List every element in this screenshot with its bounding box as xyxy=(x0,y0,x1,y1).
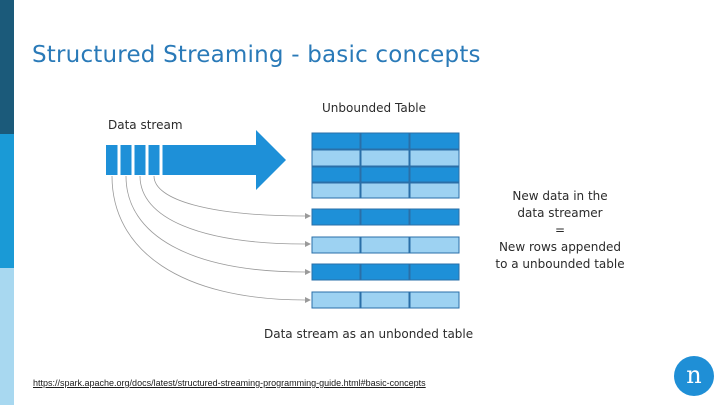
table-cell xyxy=(409,132,460,150)
appended-cell xyxy=(360,236,410,254)
note-line: = xyxy=(554,223,566,237)
appended-cell xyxy=(360,208,410,226)
table-cell xyxy=(360,149,410,167)
unbounded-table-label: Unbounded Table xyxy=(322,101,427,115)
table-cell xyxy=(409,166,460,183)
diagram-caption: Data stream as an unbonded table xyxy=(264,327,474,341)
table-cell xyxy=(360,132,410,150)
note-line: New data in the xyxy=(512,189,608,203)
appended-cell xyxy=(360,291,410,309)
logo-icon: n xyxy=(674,356,714,396)
unbounded-table xyxy=(311,132,460,199)
appended-cell xyxy=(409,291,460,309)
table-cell xyxy=(360,166,410,183)
table-cell xyxy=(409,149,460,167)
note-line: to a unbounded table xyxy=(495,257,625,271)
table-cell xyxy=(311,166,361,183)
source-link[interactable]: https://spark.apache.org/docs/latest/str… xyxy=(33,378,426,388)
sidebar-band-light xyxy=(0,268,14,405)
sidebar-band-dark xyxy=(0,0,14,134)
note-line: New rows appended xyxy=(498,240,622,254)
table-cell xyxy=(311,182,361,199)
appended-cell xyxy=(311,263,361,281)
appended-cell xyxy=(360,263,410,281)
appended-cell xyxy=(311,291,361,309)
appended-cell xyxy=(409,236,460,254)
slide-title: Structured Streaming - basic concepts xyxy=(32,42,481,68)
sidebar-band-mid xyxy=(0,134,14,268)
table-cell xyxy=(311,132,361,150)
connector-arrowheads xyxy=(305,213,311,303)
note-line: data streamer xyxy=(517,206,603,220)
table-cell xyxy=(311,149,361,167)
appended-cell xyxy=(311,236,361,254)
appended-rows xyxy=(311,208,460,309)
data-stream-label: Data stream xyxy=(108,118,183,132)
append-explanation: New data in the data streamer = New rows… xyxy=(490,188,630,273)
stream-arrow xyxy=(106,130,286,190)
table-cell xyxy=(360,182,410,199)
stream-segments xyxy=(117,145,163,175)
table-cell xyxy=(409,182,460,199)
connector-curves xyxy=(111,175,306,301)
appended-cell xyxy=(409,208,460,226)
appended-cell xyxy=(409,263,460,281)
appended-cell xyxy=(311,208,361,226)
